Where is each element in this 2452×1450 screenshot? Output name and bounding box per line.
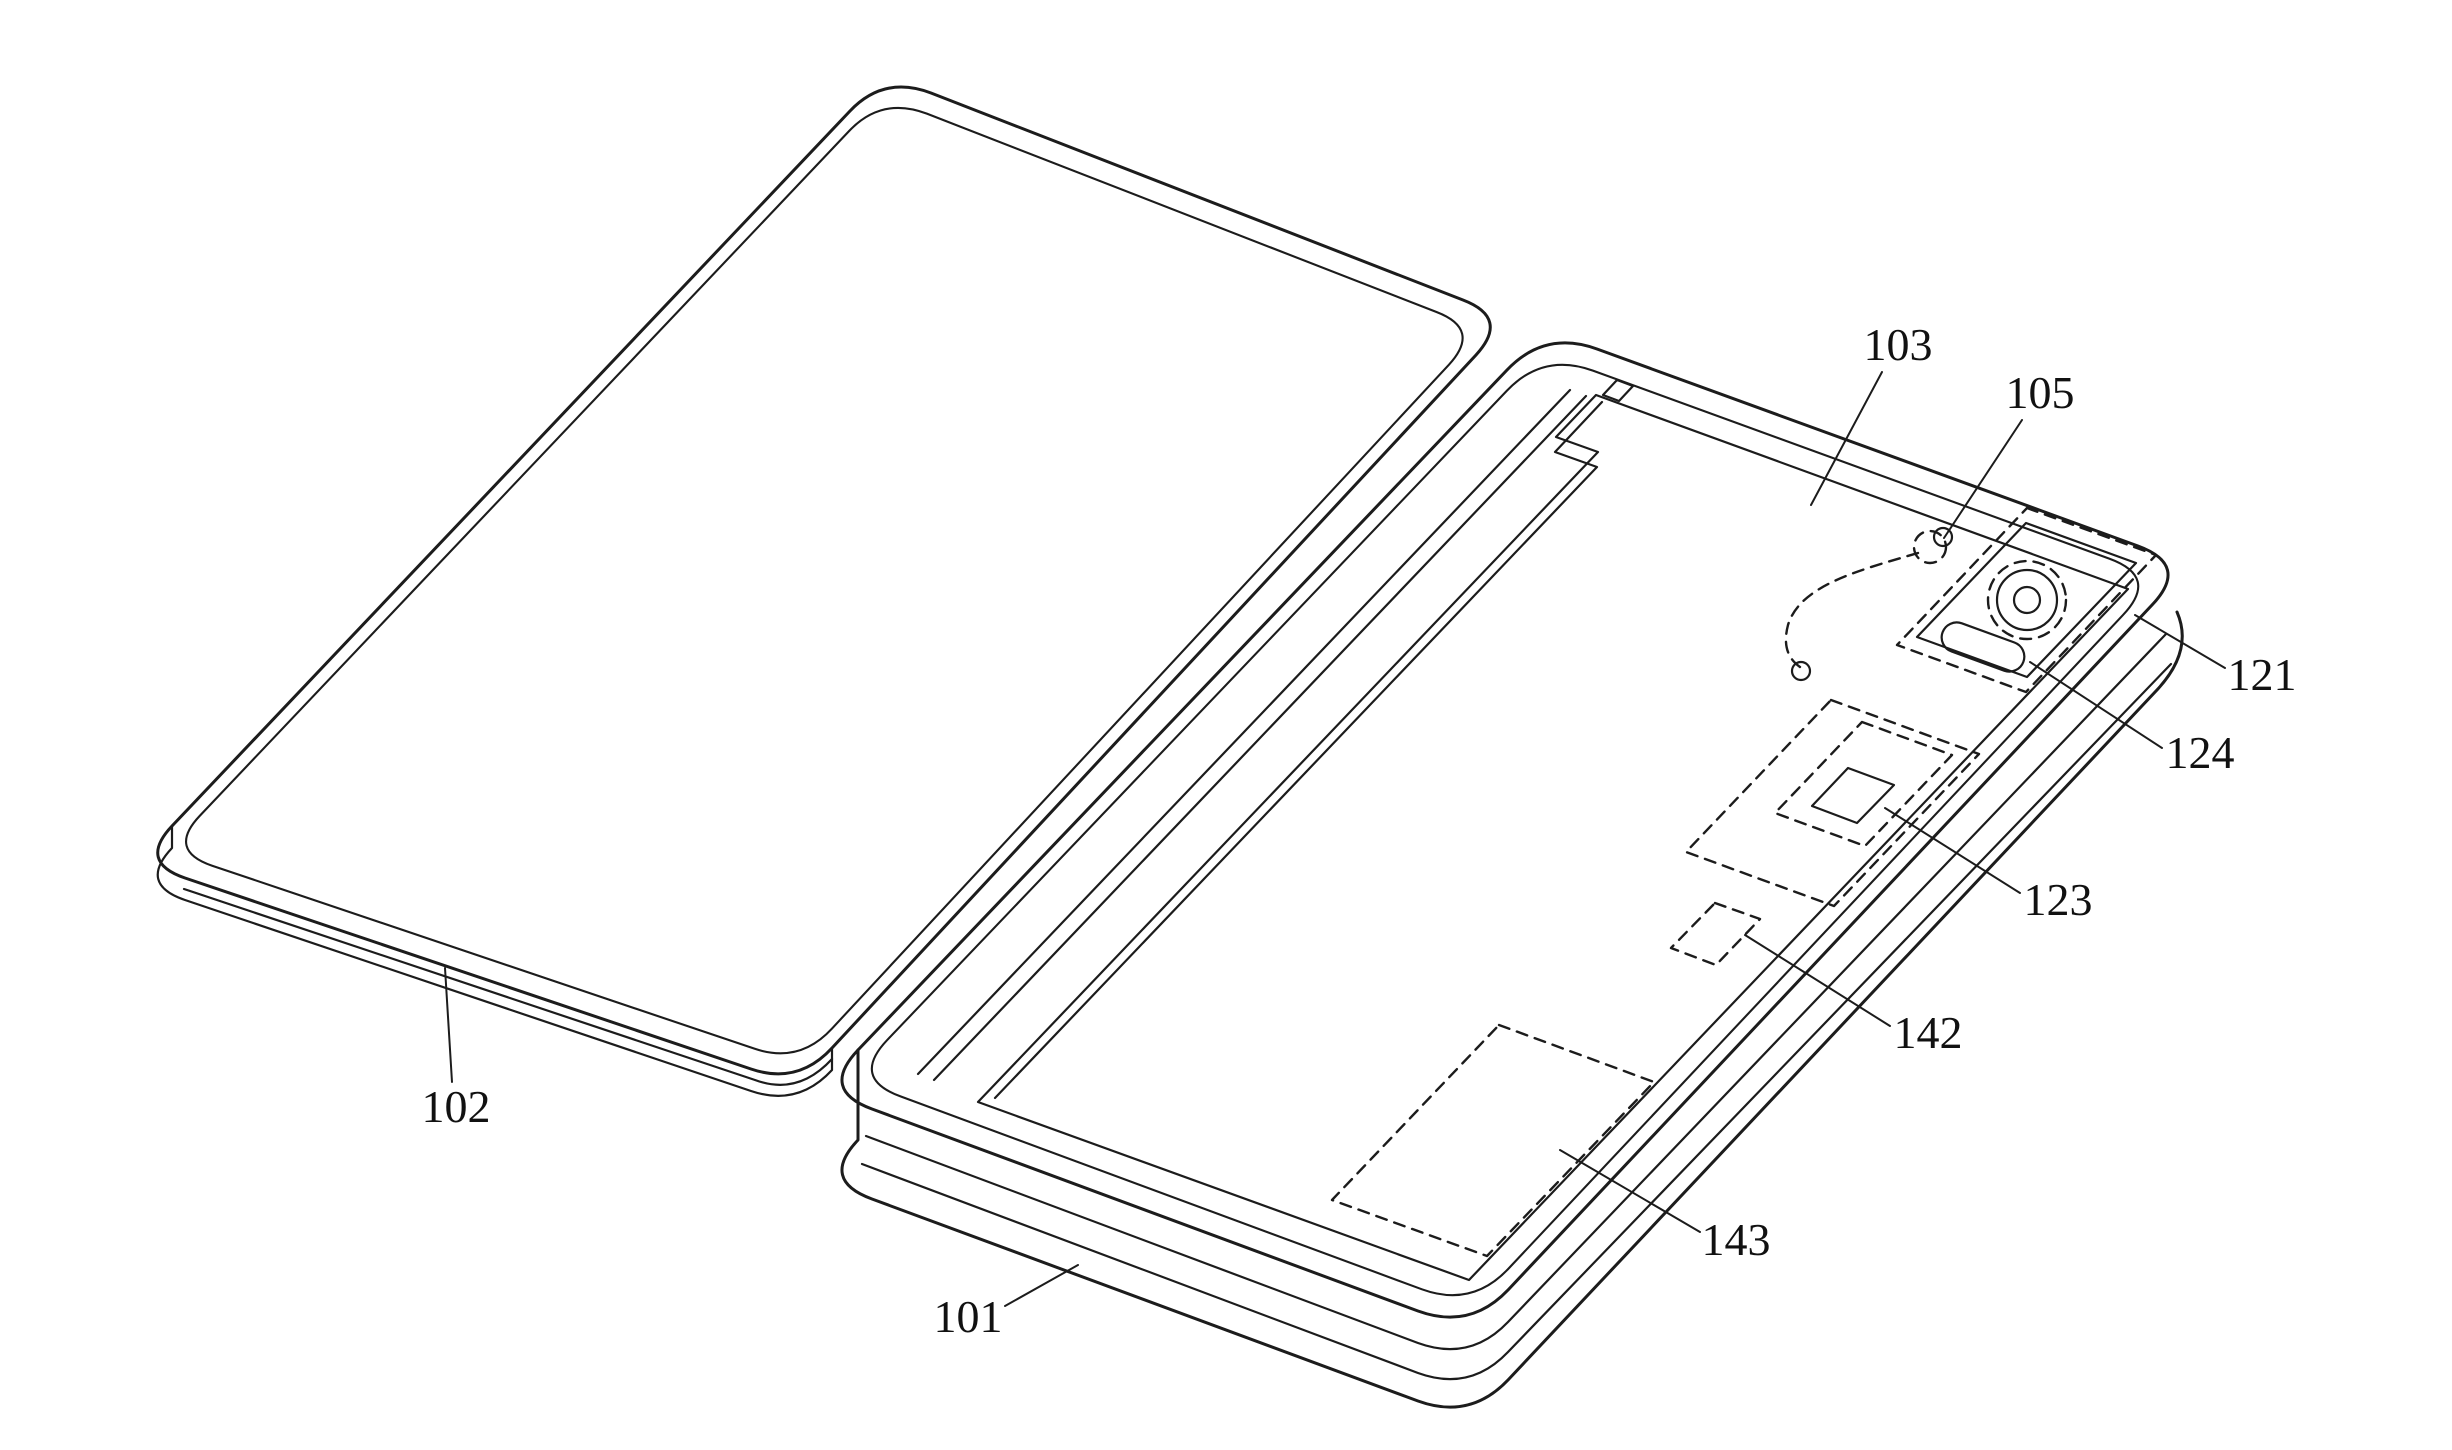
leader-103 — [1810, 371, 1883, 506]
card-socket-outer-dashed — [1684, 698, 1981, 908]
card-socket-contact-rect — [1810, 766, 1896, 825]
flex-cable-dashed-curve — [1784, 551, 1920, 669]
leader-lines — [444, 371, 2226, 1307]
camera-mount-dashed-outline — [1895, 506, 2158, 694]
inner-tray-wall-line — [993, 400, 1604, 1100]
camera-lens-circle — [2012, 585, 2042, 615]
leader-142 — [1744, 934, 1891, 1027]
flash-lens-circle — [1932, 526, 1954, 548]
hinge-pin-rect — [1601, 378, 1635, 403]
card-socket-123 — [1684, 698, 1981, 908]
main-body-seam-line-lower — [860, 662, 2173, 1381]
leader-121 — [2134, 614, 2226, 669]
camera-module-121 — [1895, 506, 2158, 694]
button-pill-124 — [1940, 621, 2026, 673]
main-body-101 — [840, 341, 2184, 1409]
internal-components — [1330, 506, 2158, 1258]
cover-panel-outline — [156, 85, 1492, 1076]
ref-label-143: 143 — [1702, 1214, 1771, 1265]
ref-label-124: 124 — [2166, 727, 2235, 778]
hinge-strip-line-inner — [932, 394, 1588, 1082]
ref-label-121: 121 — [2228, 649, 2297, 700]
ref-label-101: 101 — [934, 1291, 1003, 1342]
cover-panel-seam-line — [182, 887, 834, 1086]
cover-panel-thickness-edge — [156, 824, 834, 1097]
cover-panel-bezel-line — [185, 106, 1464, 1055]
camera-outer-dashed-circle — [1986, 559, 2068, 641]
card-socket-inner-dashed — [1773, 720, 1954, 848]
ref-label-102: 102 — [422, 1081, 491, 1132]
cable-connector-circle — [1790, 660, 1812, 682]
main-body-thickness-edge — [840, 610, 2184, 1409]
camera-housing-outline — [1915, 521, 2138, 679]
ref-label-142: 142 — [1894, 1007, 1963, 1058]
leader-124 — [2029, 661, 2163, 749]
ref-label-123: 123 — [2024, 874, 2093, 925]
ref-label-105: 105 — [2006, 367, 2075, 418]
flash-dashed-ring — [1912, 529, 1948, 565]
leader-102 — [444, 967, 453, 1083]
leader-101 — [1004, 1264, 1079, 1307]
ref-label-103: 103 — [1864, 319, 1933, 370]
large-component-143 — [1330, 1023, 1656, 1258]
main-body-seam-line-upper — [864, 632, 2168, 1351]
small-component-142 — [1669, 901, 1762, 967]
leader-123 — [1884, 807, 2021, 894]
leader-143 — [1559, 1149, 1701, 1233]
main-body-outline — [840, 341, 2170, 1319]
reference-numerals: 103 105 121 124 123 142 143 102 101 — [422, 319, 2297, 1342]
camera-ring-circle — [1995, 568, 2059, 632]
hinge-strip-line-outer — [916, 388, 1572, 1076]
leader-105 — [1943, 419, 2023, 539]
flash-module-105 — [1784, 526, 1954, 682]
inner-tray-outline — [976, 393, 2130, 1282]
inner-frame-rim-line-103 — [870, 363, 2140, 1297]
cover-panel-102 — [156, 85, 1492, 1097]
